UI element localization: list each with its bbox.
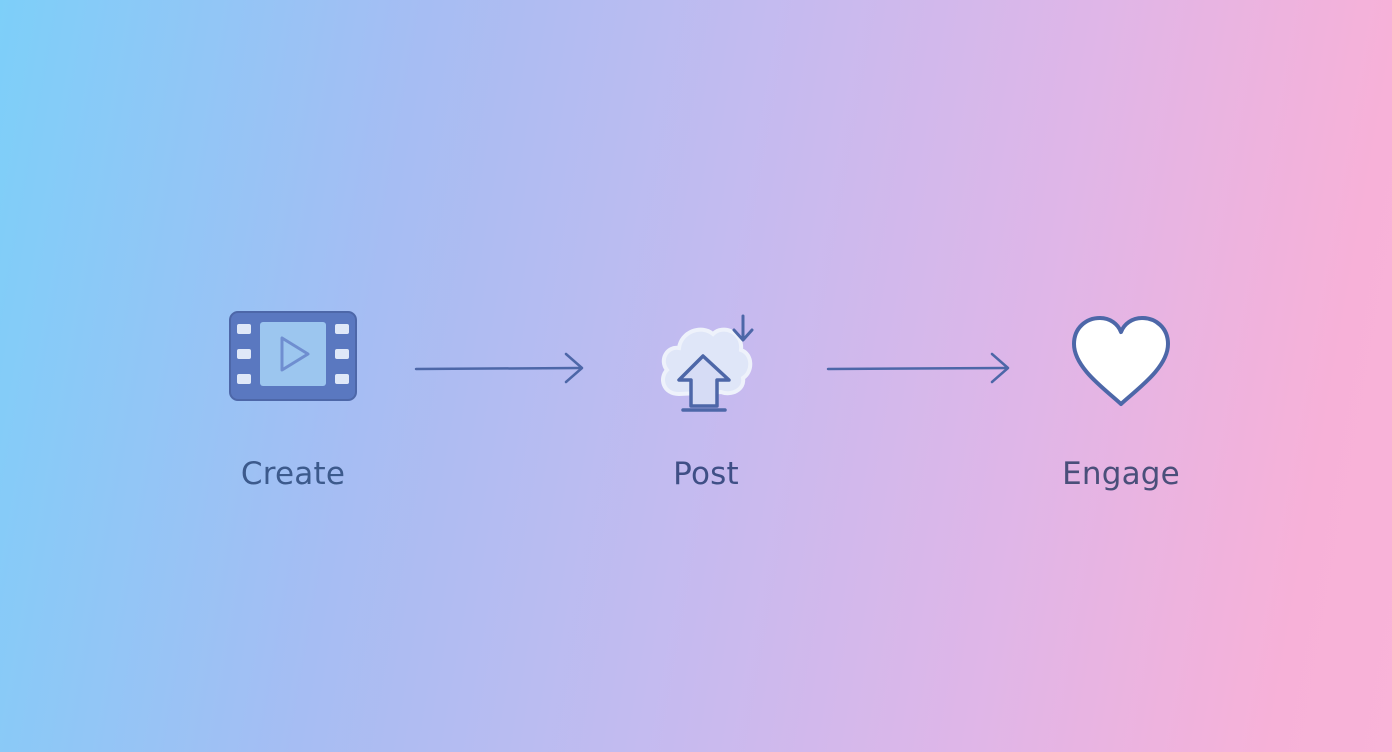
step-create: Create bbox=[173, 0, 413, 752]
cloud-upload-icon bbox=[586, 310, 826, 420]
step-label-create: Create bbox=[240, 456, 346, 492]
heart-icon bbox=[1001, 310, 1241, 420]
step-engage: Engage bbox=[1001, 0, 1241, 752]
step-label-post: Post bbox=[673, 456, 739, 492]
arrow-right-icon bbox=[826, 352, 1012, 384]
step-label-engage: Engage bbox=[1062, 456, 1180, 492]
step-post: Post bbox=[586, 0, 826, 752]
arrow-right-icon bbox=[414, 352, 586, 384]
film-play-icon bbox=[173, 310, 413, 420]
